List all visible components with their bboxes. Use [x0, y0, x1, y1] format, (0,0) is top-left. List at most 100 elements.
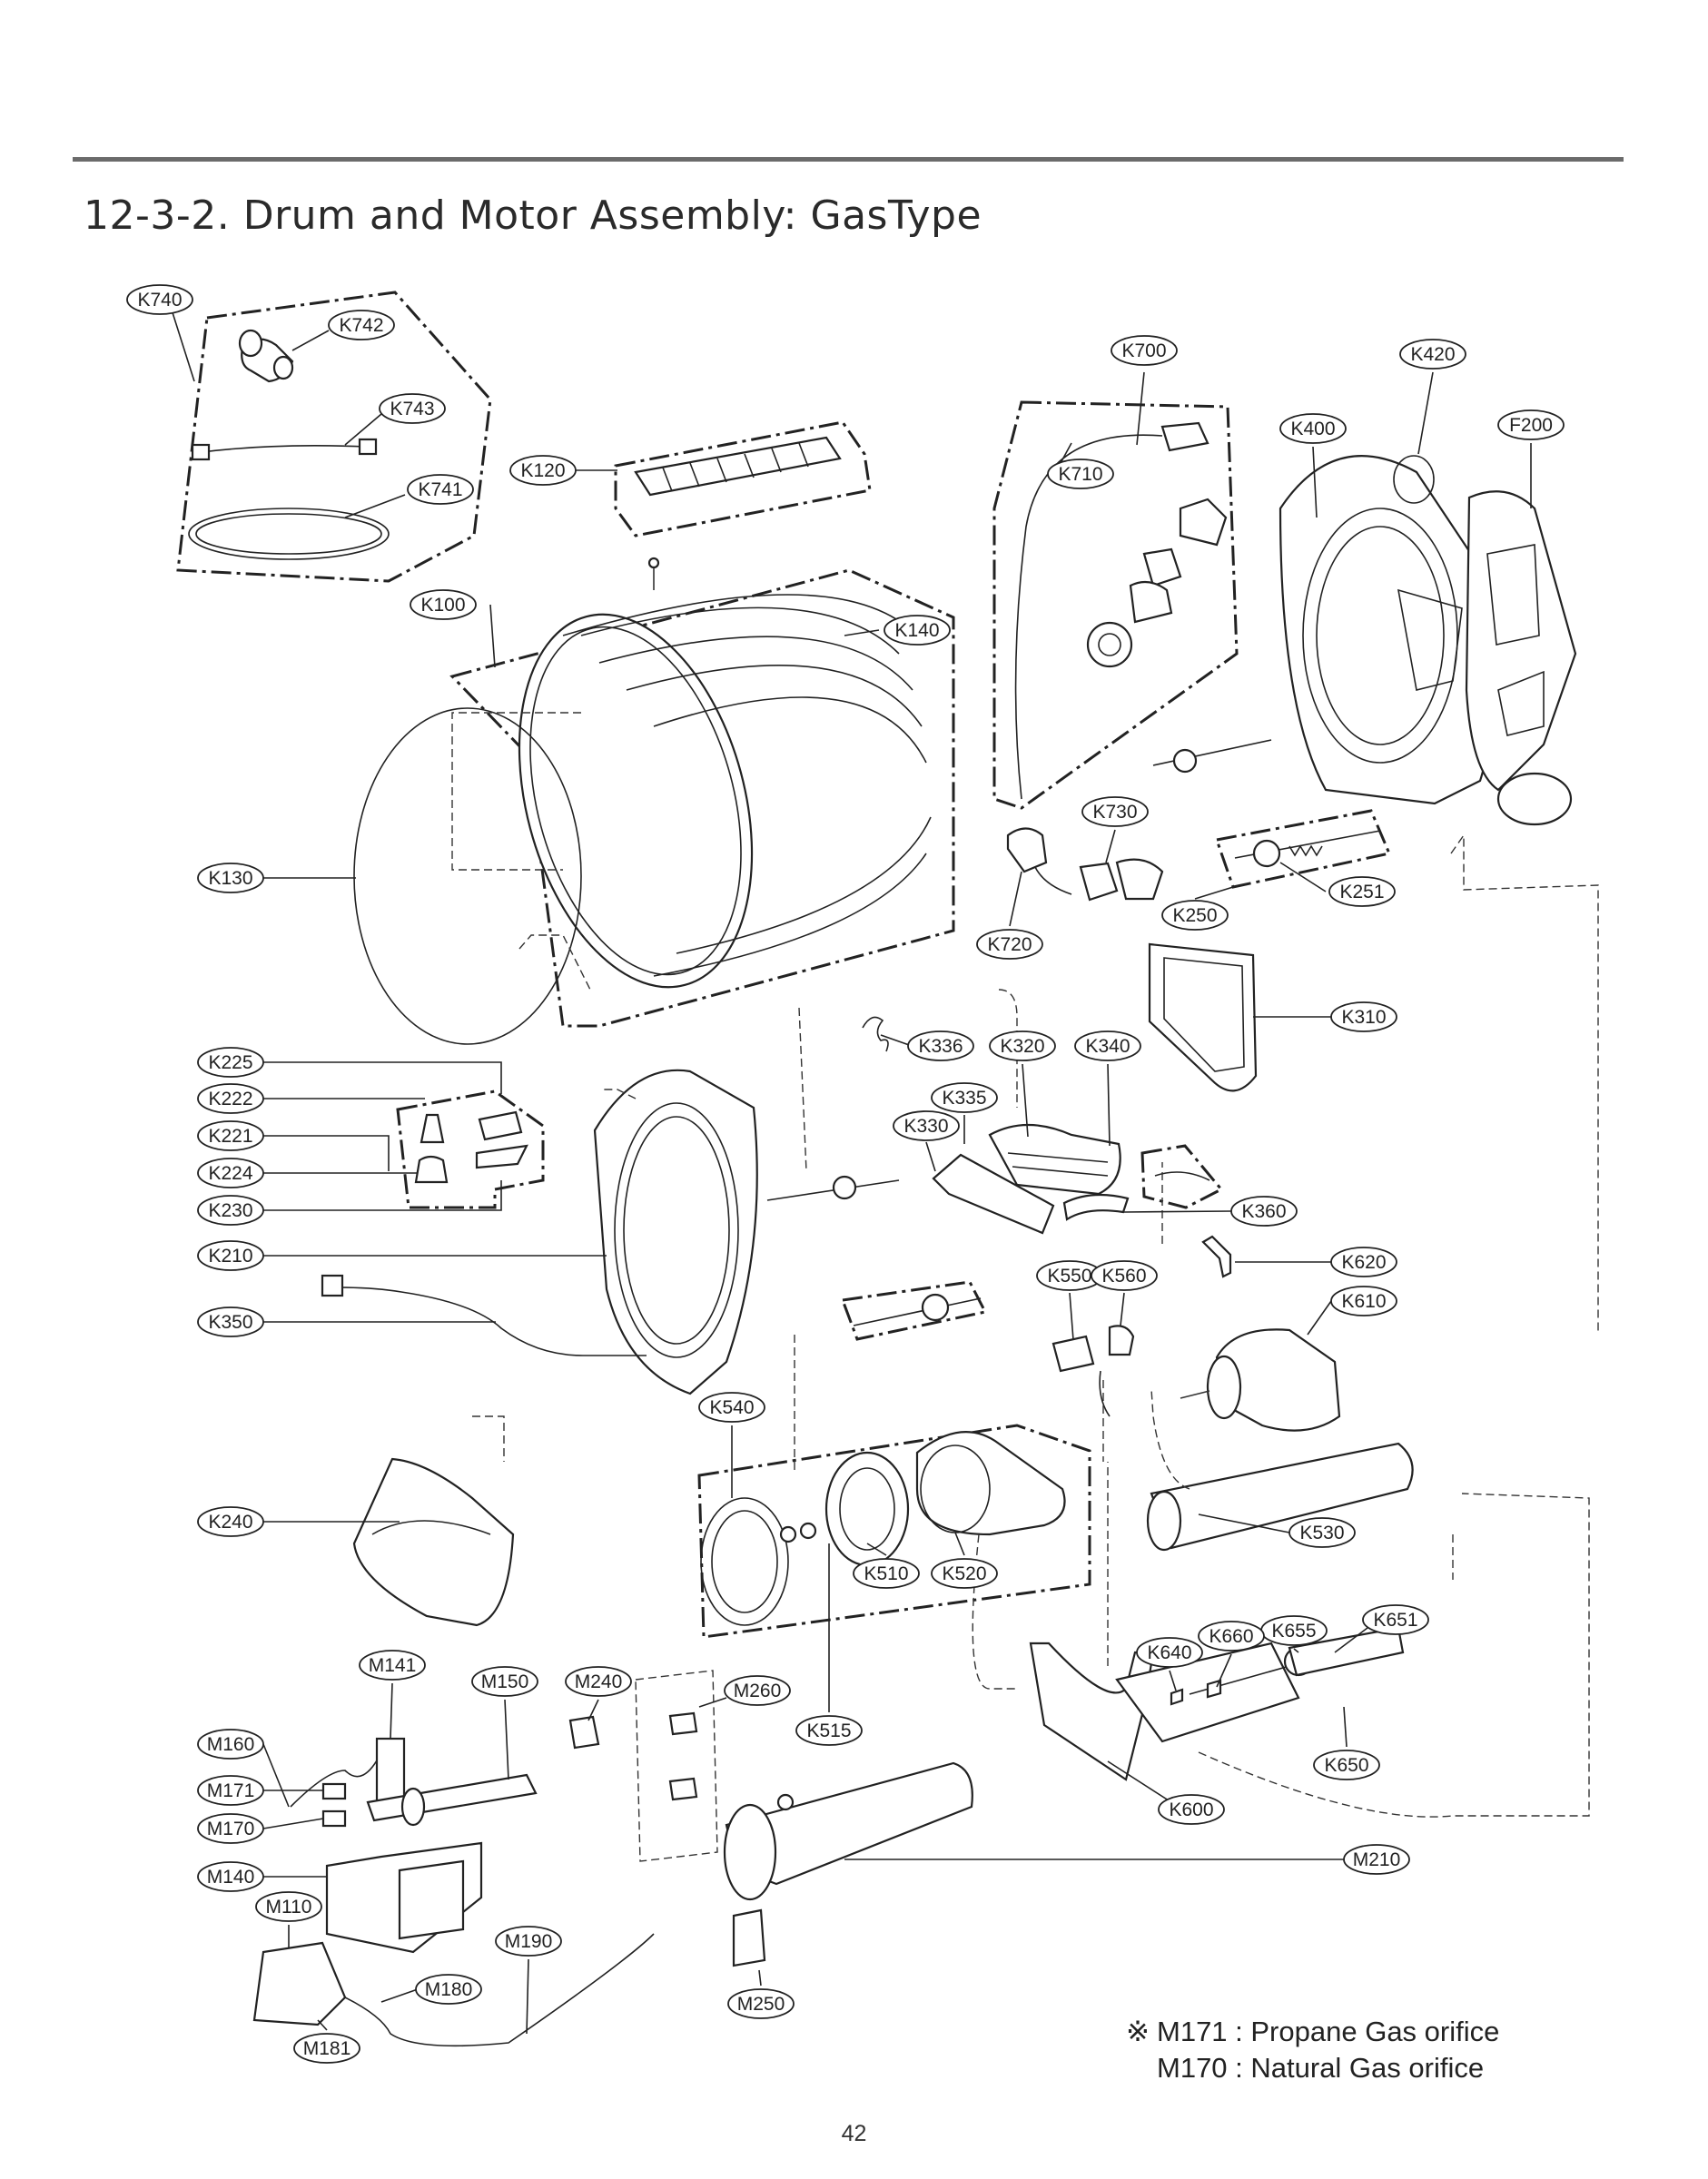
leader-k651: [1334, 1624, 1372, 1653]
callout-label: K741: [418, 479, 462, 500]
callout-k600: K600: [1158, 1794, 1225, 1825]
callout-label: F200: [1509, 415, 1553, 436]
callout-bubble: [1230, 1196, 1298, 1227]
leader-k100: [489, 604, 496, 668]
callout-bubble: [197, 1047, 264, 1078]
callout-k700: K700: [1111, 335, 1178, 366]
callout-k320: K320: [989, 1030, 1056, 1061]
leader-k230: [263, 1180, 502, 1211]
callout-m160: M160: [197, 1729, 264, 1760]
callout-k340: K340: [1074, 1030, 1141, 1061]
callout-k660: K660: [1198, 1621, 1265, 1652]
callout-m250: M250: [727, 1988, 795, 2019]
callout-label: K210: [208, 1246, 252, 1267]
callout-k400: K400: [1279, 413, 1347, 444]
callout-label: K310: [1341, 1007, 1386, 1028]
note-propane-text: M171 : Propane Gas orifice: [1157, 2016, 1500, 2047]
callout-label: K335: [942, 1088, 986, 1109]
callout-bubble: [1136, 1637, 1203, 1668]
callout-bubble: [1399, 339, 1466, 370]
callout-bubble: [1047, 458, 1114, 489]
callout-label: K330: [903, 1116, 948, 1137]
leader-k320: [1022, 1063, 1029, 1138]
header-rule: [73, 157, 1624, 162]
callout-bubble: [1158, 1794, 1225, 1825]
callout-label: K320: [1000, 1036, 1044, 1057]
callout-k210: K210: [197, 1240, 264, 1271]
callout-bubble: [1081, 796, 1149, 827]
leader-m190: [526, 1958, 529, 2035]
callout-k350: K350: [197, 1306, 264, 1337]
leader-k340: [1107, 1063, 1111, 1147]
callout-bubble: [724, 1675, 791, 1706]
leader-k400: [1312, 446, 1318, 518]
callout-f200: F200: [1497, 409, 1565, 440]
callout-m181: M181: [293, 2033, 360, 2064]
callout-m170: M170: [197, 1813, 264, 1844]
callout-k720: K720: [976, 929, 1043, 960]
callout-bubble: [907, 1030, 974, 1061]
leader-k520: [954, 1532, 965, 1556]
callout-m240: M240: [565, 1666, 632, 1697]
callout-k743: K743: [379, 393, 446, 424]
callout-k610: K610: [1330, 1286, 1397, 1316]
callout-k710: K710: [1047, 458, 1114, 489]
callout-label: M250: [737, 1994, 785, 2015]
callout-bubble: [197, 1861, 264, 1892]
leader-k251: [1279, 862, 1327, 892]
leader-k530: [1198, 1513, 1290, 1533]
callout-k650: K650: [1313, 1750, 1380, 1780]
callout-k251: K251: [1328, 876, 1396, 907]
callout-label: K740: [137, 290, 182, 311]
callout-bubble: [931, 1082, 998, 1113]
callout-m150: M150: [471, 1666, 538, 1697]
callout-k510: K510: [853, 1558, 920, 1589]
callout-k130: K130: [197, 863, 264, 893]
callout-m171: M171: [197, 1775, 264, 1806]
callout-label: K510: [864, 1563, 908, 1584]
callout-m180: M180: [415, 1974, 482, 2005]
leader-m150: [504, 1699, 509, 1780]
callout-bubble: [1198, 1621, 1265, 1652]
callout-bubble: [407, 474, 474, 505]
callout-bubble: [495, 1926, 562, 1957]
callout-label: K742: [339, 315, 383, 336]
callout-bubble: [1362, 1604, 1429, 1635]
callout-k740: K740: [126, 284, 193, 315]
callout-bubble: [1343, 1844, 1410, 1875]
callout-m141: M141: [359, 1650, 426, 1681]
callout-label: M170: [207, 1819, 255, 1839]
callout-k420: K420: [1399, 339, 1466, 370]
callout-bubble: [1330, 1286, 1397, 1316]
callout-label: M181: [303, 2038, 351, 2059]
callout-k140: K140: [884, 615, 951, 646]
callout-label: K350: [208, 1312, 252, 1333]
callout-m110: M110: [255, 1891, 322, 1922]
callout-bubble: [293, 2033, 360, 2064]
callout-k221: K221: [197, 1120, 264, 1151]
callout-k560: K560: [1091, 1260, 1158, 1291]
leader-k330: [925, 1141, 936, 1172]
callout-bubble: [976, 929, 1043, 960]
callout-bubble: [853, 1558, 920, 1589]
callout-k240: K240: [197, 1506, 264, 1537]
callout-label: K540: [709, 1397, 754, 1418]
note-line-propane: ※M171 : Propane Gas orifice: [1126, 2014, 1499, 2050]
callout-label: K120: [520, 460, 565, 481]
callout-k330: K330: [893, 1110, 960, 1141]
leader-m180: [380, 1988, 419, 2003]
callout-label: K600: [1169, 1799, 1213, 1820]
callout-label: K225: [208, 1052, 252, 1073]
callout-k100: K100: [410, 589, 477, 620]
callout-k225: K225: [197, 1047, 264, 1078]
callout-bubble: [509, 455, 577, 486]
leader-k743: [344, 413, 382, 446]
callout-label: K420: [1410, 344, 1455, 365]
callout-bubble: [1330, 1001, 1397, 1032]
callout-bubble: [359, 1650, 426, 1681]
callout-label: K730: [1092, 802, 1137, 823]
callout-k540: K540: [698, 1392, 765, 1423]
leader-m250: [758, 1969, 762, 1987]
